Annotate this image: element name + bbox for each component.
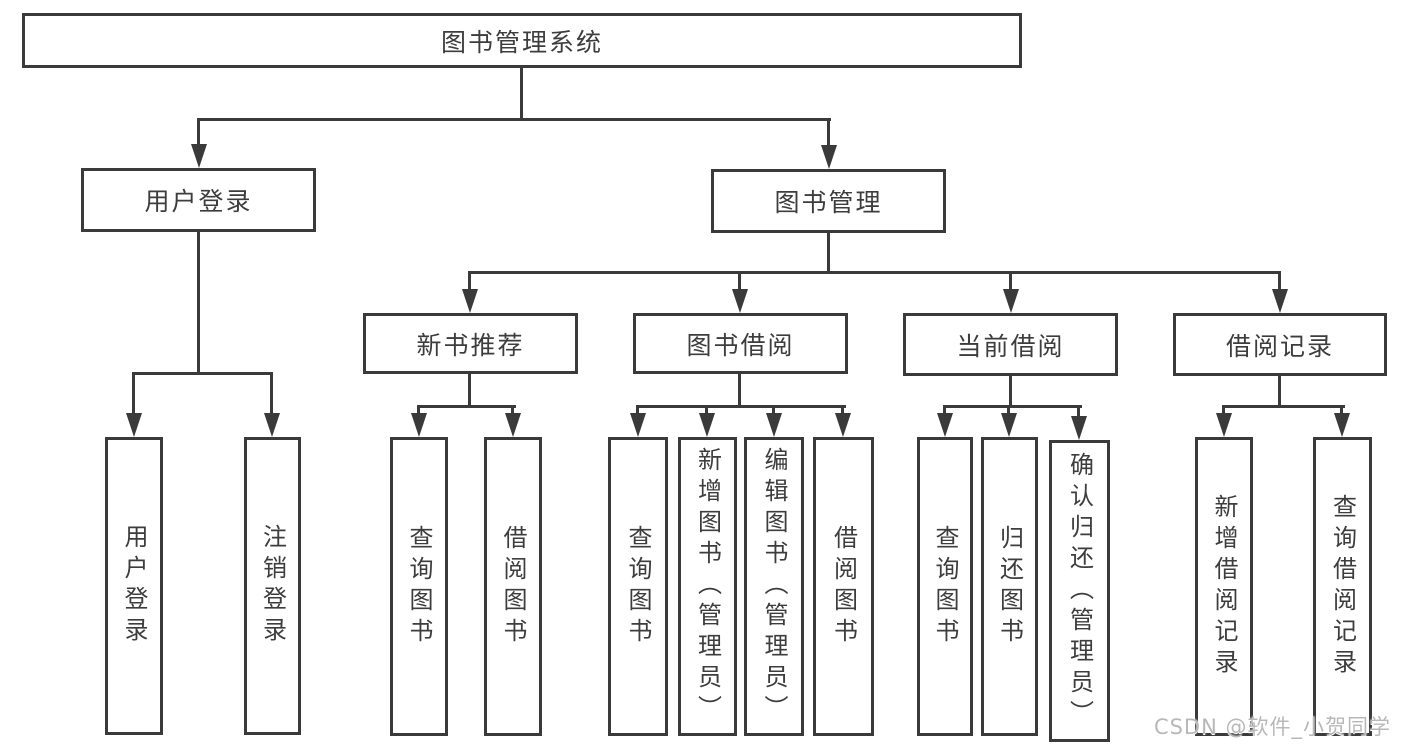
node-label: 新书推荐 bbox=[416, 330, 525, 360]
arrowhead-down-icon bbox=[1216, 413, 1232, 437]
connector bbox=[738, 374, 741, 405]
node-current-borrowing: 当前借阅 bbox=[903, 313, 1118, 376]
node-label: 用户登录 bbox=[120, 524, 148, 648]
leaf-query-books-current: 查询图书 bbox=[917, 437, 973, 736]
arrowhead-down-icon bbox=[411, 413, 427, 437]
arrowhead-down-icon bbox=[732, 289, 748, 313]
arrowhead-down-icon bbox=[191, 144, 207, 168]
node-label: 编辑图书（管理员） bbox=[760, 447, 788, 726]
arrowhead-down-icon bbox=[937, 413, 953, 437]
connector bbox=[827, 118, 830, 148]
arrowhead-down-icon bbox=[699, 413, 715, 437]
arrowhead-down-icon bbox=[1003, 289, 1019, 313]
leaf-logout: 注销登录 bbox=[244, 437, 301, 735]
connector bbox=[943, 405, 1082, 408]
connector bbox=[636, 405, 846, 408]
leaf-add-borrow-record: 新增借阅记录 bbox=[1195, 437, 1253, 736]
connector bbox=[468, 271, 471, 293]
connector bbox=[132, 372, 273, 375]
node-label: 注销登录 bbox=[258, 524, 287, 648]
connector bbox=[197, 232, 200, 372]
leaf-borrow-books-recommend: 借阅图书 bbox=[484, 437, 542, 736]
arrowhead-down-icon bbox=[1334, 413, 1350, 437]
connector bbox=[197, 118, 831, 121]
node-label: 归还图书 bbox=[995, 524, 1024, 649]
arrowhead-down-icon bbox=[264, 413, 280, 437]
node-label: 查询图书 bbox=[931, 524, 959, 649]
connector bbox=[943, 405, 946, 417]
node-label: 用户登录 bbox=[144, 187, 253, 216]
connector bbox=[1340, 405, 1343, 417]
leaf-query-books-recommend: 查询图书 bbox=[390, 437, 448, 736]
node-label: 查询图书 bbox=[405, 524, 433, 649]
node-label: 新增图书（管理员） bbox=[693, 447, 722, 726]
leaf-query-books-borrowing: 查询图书 bbox=[608, 437, 668, 736]
connector bbox=[511, 405, 514, 417]
node-label: 图书借阅 bbox=[686, 330, 795, 360]
leaf-user-login: 用户登录 bbox=[105, 437, 163, 735]
connector bbox=[1009, 375, 1012, 405]
arrowhead-down-icon bbox=[1272, 289, 1288, 313]
leaf-add-book-admin: 新增图书（管理员） bbox=[678, 437, 737, 736]
node-label: 查询借阅记录 bbox=[1328, 493, 1357, 680]
arrowhead-down-icon bbox=[126, 413, 142, 437]
connector bbox=[827, 233, 830, 271]
connector bbox=[1009, 271, 1012, 293]
arrowhead-down-icon bbox=[630, 413, 646, 437]
leaf-query-borrow-record: 查询借阅记录 bbox=[1313, 437, 1372, 736]
csdn-watermark: CSDN @软件_小贺同学 bbox=[1153, 715, 1391, 739]
arrowhead-down-icon bbox=[1071, 416, 1087, 440]
leaf-return-books: 归还图书 bbox=[981, 437, 1038, 736]
connector bbox=[772, 405, 775, 417]
connector bbox=[468, 271, 1281, 274]
node-label: 查询图书 bbox=[624, 524, 652, 649]
node-user-login: 用户登录 bbox=[81, 168, 316, 232]
connector bbox=[417, 405, 420, 417]
connector bbox=[1077, 405, 1080, 417]
leaf-confirm-return-admin: 确认归还（管理员） bbox=[1049, 440, 1110, 742]
connector bbox=[738, 271, 741, 293]
arrowhead-down-icon bbox=[505, 413, 521, 437]
connector bbox=[132, 372, 135, 416]
leaf-borrow-books: 借阅图书 bbox=[813, 437, 874, 736]
leaf-edit-book-admin: 编辑图书（管理员） bbox=[744, 437, 804, 736]
connector bbox=[417, 405, 516, 408]
connector bbox=[1222, 405, 1225, 417]
connector bbox=[270, 372, 273, 416]
node-label: 新增借阅记录 bbox=[1210, 493, 1238, 680]
node-label: 借阅图书 bbox=[499, 524, 527, 649]
arrowhead-down-icon bbox=[766, 413, 782, 437]
connector bbox=[705, 405, 708, 417]
node-new-book-recommend: 新书推荐 bbox=[363, 313, 578, 374]
connector bbox=[636, 405, 639, 417]
node-label: 确认归还（管理员） bbox=[1065, 451, 1094, 731]
node-label: 借阅图书 bbox=[829, 524, 858, 649]
connector bbox=[1278, 271, 1281, 293]
arrowhead-down-icon bbox=[1001, 413, 1017, 437]
connector bbox=[468, 374, 471, 405]
node-book-management: 图书管理 bbox=[711, 169, 946, 233]
connector bbox=[1007, 405, 1010, 417]
node-borrow-records: 借阅记录 bbox=[1173, 313, 1387, 376]
arrowhead-down-icon bbox=[835, 413, 851, 437]
node-label: 借阅记录 bbox=[1225, 331, 1334, 361]
connector bbox=[1222, 405, 1345, 408]
node-label: 图书管理 bbox=[774, 188, 883, 217]
arrowhead-down-icon bbox=[821, 145, 837, 169]
connector bbox=[841, 405, 844, 417]
connector bbox=[520, 68, 523, 118]
node-root-system: 图书管理系统 bbox=[22, 13, 1022, 68]
node-book-borrowing: 图书借阅 bbox=[633, 313, 848, 374]
connector bbox=[197, 118, 200, 148]
arrowhead-down-icon bbox=[462, 289, 478, 313]
node-label: 图书管理系统 bbox=[440, 27, 603, 57]
connector bbox=[1278, 375, 1281, 405]
node-label: 当前借阅 bbox=[956, 331, 1065, 361]
